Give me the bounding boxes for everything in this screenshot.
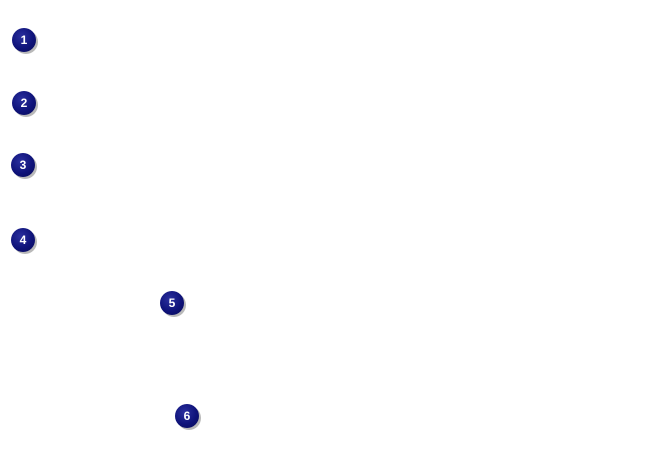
callout-number: 6 [175,404,199,428]
callout-number: 1 [12,28,36,52]
callout-marker-5: 5 [160,291,186,317]
callout-number: 5 [160,291,184,315]
callout-marker-1: 1 [12,28,38,54]
callout-marker-2: 2 [12,91,38,117]
callout-marker-3: 3 [11,153,37,179]
callout-number: 3 [11,153,35,177]
callout-number: 4 [11,228,35,252]
callout-number: 2 [12,91,36,115]
callout-marker-6: 6 [175,404,201,430]
callout-marker-4: 4 [11,228,37,254]
